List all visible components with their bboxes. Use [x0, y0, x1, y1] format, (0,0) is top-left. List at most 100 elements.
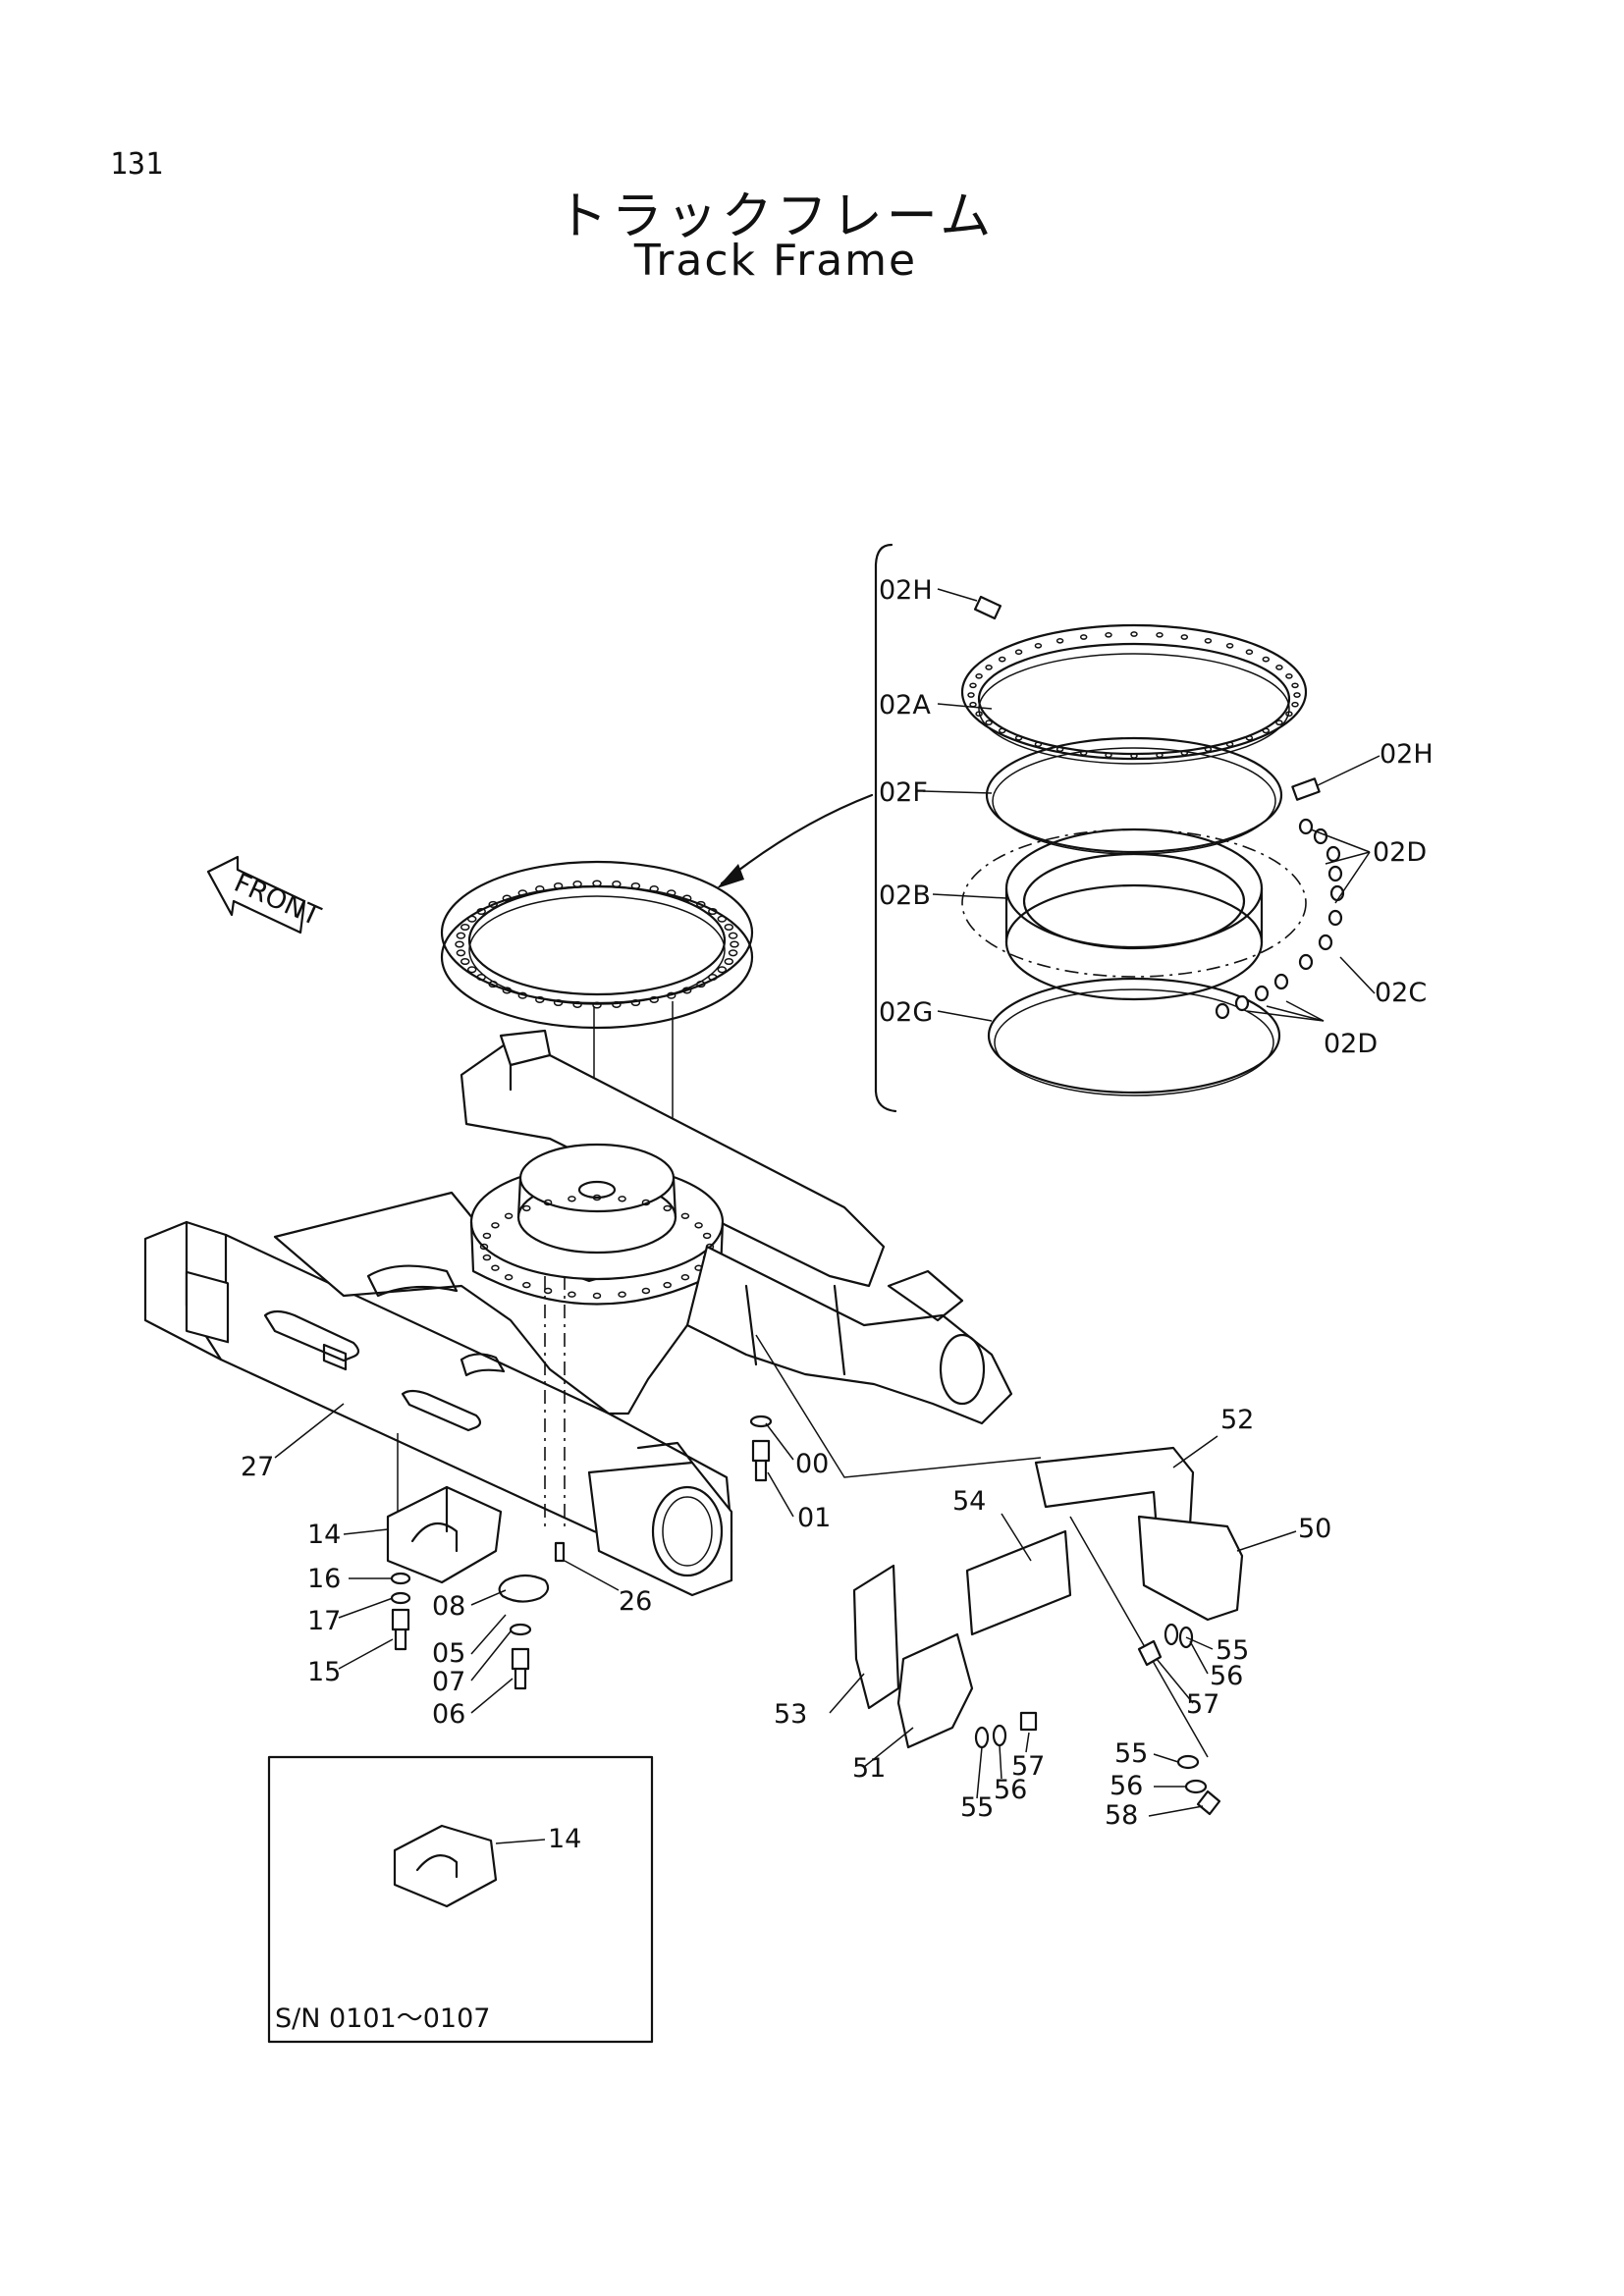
bolt-hole	[1079, 634, 1088, 640]
gear-tooth	[460, 923, 470, 932]
cover-50	[1137, 1515, 1244, 1622]
bolt-hole	[618, 1291, 626, 1298]
gear-tooth	[666, 889, 677, 897]
label-51: 51	[852, 1753, 886, 1784]
label-02b: 02B	[879, 881, 931, 911]
bolt-hole	[680, 1212, 690, 1220]
gear-tooth	[592, 880, 602, 887]
gear-tooth	[612, 1000, 622, 1008]
bolt-hole	[1034, 642, 1043, 649]
bolt-hole	[618, 1196, 626, 1202]
page-title-english: Track Frame	[633, 236, 918, 286]
bearing-ball	[1298, 953, 1314, 971]
cover-54	[965, 1529, 1072, 1636]
gear-tooth	[572, 881, 582, 888]
label-55-right: 55	[1114, 1738, 1148, 1769]
bolt-hole	[663, 1204, 672, 1212]
gear-tooth	[488, 981, 498, 988]
bolt-hole	[1285, 711, 1293, 718]
bolt-hole	[1245, 734, 1254, 741]
gear-tooth	[724, 957, 734, 966]
bolt-hole	[592, 1292, 602, 1300]
bolt-01-washer-00	[749, 1415, 773, 1482]
bolt-hole	[482, 1232, 492, 1240]
bearing-ball	[1318, 934, 1333, 951]
label-00: 00	[795, 1449, 829, 1479]
bolt-hole	[543, 1199, 553, 1206]
gear-tooth	[666, 991, 677, 999]
inset-serial-number: S/N 0101～0107	[275, 2003, 490, 2034]
label-55-upper: 55	[1216, 1635, 1249, 1666]
gear-tooth	[572, 1000, 582, 1008]
bearing-ball	[1215, 1002, 1230, 1020]
shoe-bracket-14	[386, 1485, 503, 1584]
bolt-hole	[1225, 741, 1234, 748]
label-16: 16	[307, 1564, 341, 1594]
bracket-51	[896, 1632, 974, 1749]
gear-tooth	[728, 932, 738, 939]
gear-tooth	[717, 966, 728, 974]
gear-tooth	[476, 973, 486, 982]
bolt-hole	[491, 1264, 500, 1271]
label-07: 07	[432, 1667, 465, 1697]
gear-tooth	[696, 900, 706, 908]
label-15: 15	[307, 1657, 341, 1687]
page-title-japanese: トラックフレーム	[556, 187, 996, 246]
label-54: 54	[952, 1486, 986, 1517]
gear-tooth	[649, 995, 659, 1003]
bolt-15-washer-16-17	[390, 1572, 411, 1651]
page-number: 131	[110, 147, 164, 182]
label-26: 26	[619, 1586, 652, 1617]
bearing-ball	[1313, 828, 1328, 845]
bearing-ball	[1326, 845, 1341, 863]
bolt-hole	[1156, 752, 1164, 759]
bearing-ball	[1327, 865, 1343, 882]
bolt-hole	[998, 656, 1006, 663]
bolt-hole	[663, 1281, 672, 1289]
bolt-hole	[1204, 637, 1213, 644]
label-02a: 02A	[879, 690, 931, 721]
gear-tooth	[630, 998, 641, 1007]
bolt-hole	[967, 692, 975, 698]
label-02d-upper: 02D	[1373, 837, 1427, 868]
bolt-hole	[680, 1274, 690, 1281]
label-52: 52	[1220, 1405, 1254, 1435]
gear-tooth	[455, 940, 464, 948]
bolt-hole	[975, 672, 983, 679]
gear-tooth	[517, 889, 528, 897]
bolt-hole	[998, 727, 1006, 734]
bolt-hole	[1130, 753, 1138, 759]
gear-tooth	[488, 900, 498, 908]
bolt-hole	[482, 1254, 492, 1261]
bearing-ball	[1327, 909, 1343, 927]
gear-tooth	[535, 995, 545, 1003]
gear-tooth	[649, 885, 659, 893]
bolt-hole	[1285, 672, 1293, 679]
bolt-hole	[1105, 631, 1112, 638]
label-14-inset: 14	[548, 1824, 581, 1854]
bolt-hole	[522, 1281, 531, 1289]
bolt-hole	[641, 1287, 651, 1295]
bolt-hole	[543, 1287, 553, 1295]
bolt-hole	[975, 711, 983, 718]
bolt-hole	[504, 1212, 514, 1220]
label-08: 08	[432, 1591, 465, 1622]
gear-tooth	[612, 881, 622, 888]
gear-tooth	[535, 885, 545, 893]
gear-tooth	[717, 915, 728, 923]
gear-tooth	[592, 1001, 602, 1009]
bolt-hole	[491, 1222, 500, 1229]
bearing-exploded-bracket	[717, 543, 897, 1113]
gear-tooth	[517, 991, 528, 999]
bolt-hole	[1204, 746, 1213, 753]
bolt-hole	[969, 682, 977, 689]
label-05: 05	[432, 1638, 465, 1669]
assembly-alignment-lines	[397, 1276, 1209, 1758]
label-02d-lower: 02D	[1324, 1029, 1378, 1059]
bracket-53	[852, 1564, 900, 1710]
bolt-hole	[1291, 682, 1299, 689]
bolt-hole	[1014, 734, 1023, 741]
bolt-hole	[1262, 656, 1271, 663]
label-55-lower: 55	[960, 1792, 994, 1823]
